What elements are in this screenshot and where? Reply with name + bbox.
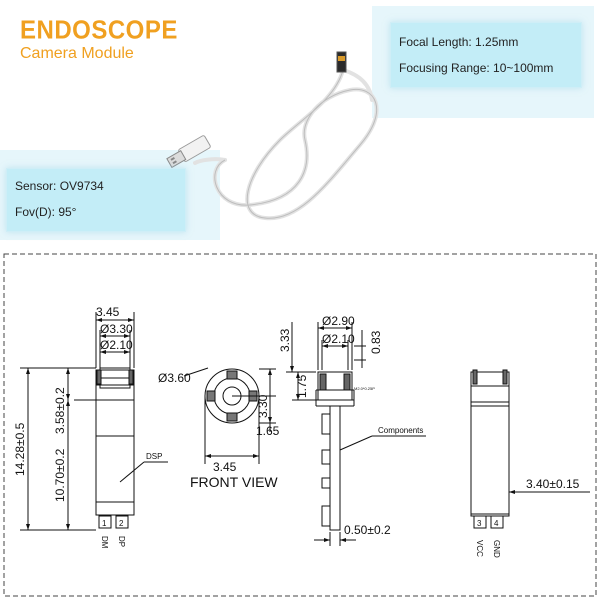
- dim-left-1070: 10.70±0.2: [53, 448, 67, 502]
- title-line-1: ENDOSCOPE: [20, 15, 178, 45]
- dim-left-345: 3.45: [96, 305, 120, 319]
- dim-front-345: 3.45: [213, 460, 237, 474]
- components-label: Components: [378, 426, 423, 435]
- pad-3: [473, 515, 487, 529]
- pad-1: [98, 515, 112, 529]
- drawing-canvas: 3.45 Ø3.30 Ø2.10 3.58±0.2 10.70±0.2 14.2…: [3, 253, 597, 597]
- front-view-label: FRONT VIEW: [190, 474, 278, 490]
- spec-box-sensor: Sensor: OV9734 Fov(D): 95°: [6, 168, 186, 232]
- focusing-range-text: Focusing Range: 10~100mm: [399, 61, 554, 75]
- dim-side-333: 3.33: [278, 328, 292, 352]
- technical-drawing: 3.45 Ø3.30 Ø2.10 3.58±0.2 10.70±0.2 14.2…: [0, 250, 600, 600]
- dim-side-d210: Ø2.10: [322, 332, 355, 346]
- sensor-text: Sensor: OV9734: [15, 179, 104, 193]
- dim-left-358: 3.58±0.2: [53, 387, 67, 434]
- dim-side-083: 0.83: [369, 330, 383, 354]
- dim-side-175: 1.75: [295, 374, 309, 398]
- pad-4: [490, 515, 504, 529]
- right-body: [470, 401, 510, 517]
- pad-3-label: 3: [477, 519, 482, 528]
- dim-side-d290: Ø2.90: [322, 314, 355, 328]
- focal-length-text: Focal Length: 1.25mm: [399, 35, 519, 49]
- pad-1-label: 1: [102, 519, 107, 528]
- dim-left-1428: 14.28±0.5: [13, 422, 27, 476]
- dim-front-d360: Ø3.60: [158, 371, 191, 385]
- dim-front-330: 3.30: [256, 394, 270, 418]
- product-banner: ENDOSCOPE Camera Module Focal Length: 1.…: [0, 0, 600, 248]
- drawing-border: [3, 253, 597, 597]
- side-pcb: [329, 405, 341, 531]
- dim-front-165: 1.65: [256, 424, 280, 438]
- pad-2: [115, 515, 129, 529]
- dim-left-d330: Ø3.30: [100, 322, 133, 336]
- pin-vcc-label: VCC: [475, 540, 484, 557]
- dim-left-d210: Ø2.10: [100, 338, 133, 352]
- dim-right-340: 3.40±0.15: [526, 477, 580, 491]
- fov-text: Fov(D): 95°: [15, 205, 77, 219]
- dim-side-thickness: 0.50±0.2: [344, 523, 391, 537]
- pin-dm-label: DM: [100, 536, 109, 549]
- thread-spec-label: M2.0*0.25P: [354, 386, 375, 391]
- pin-dp-label: DP: [117, 536, 126, 547]
- usb-cable-illustration: [166, 51, 379, 221]
- pad-4-label: 4: [494, 519, 499, 528]
- pad-2-label: 2: [119, 519, 124, 528]
- dsp-label: DSP: [146, 452, 162, 461]
- pin-gnd-label: GND: [492, 540, 501, 558]
- product-title: ENDOSCOPE Camera Module: [20, 15, 178, 62]
- title-line-2: Camera Module: [20, 45, 134, 62]
- left-body: [95, 399, 135, 516]
- spec-box-optics: Focal Length: 1.25mm Focusing Range: 10~…: [390, 22, 582, 88]
